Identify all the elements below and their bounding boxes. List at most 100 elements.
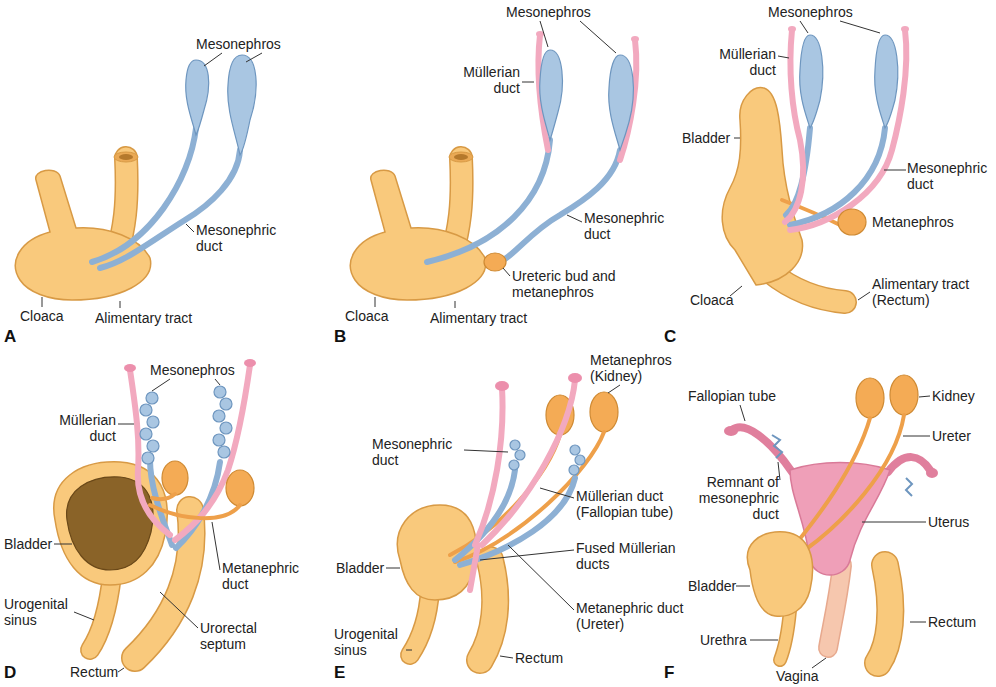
leader-line — [406, 650, 412, 651]
panel-f-illustration-part — [906, 478, 912, 496]
panel-letter: F — [664, 664, 674, 682]
anatomy-label: Alimentary tract (Rectum) — [872, 276, 987, 308]
leader-line — [455, 301, 456, 308]
panel-f-illustration-part — [732, 427, 792, 472]
panel-b-illustration-part-part — [449, 152, 473, 162]
leader-line — [508, 545, 574, 610]
anatomy-label: Metanephros — [872, 214, 954, 230]
leader-line — [375, 297, 376, 307]
panel-b-illustration-part — [609, 55, 634, 150]
panel-d-illustration-part — [244, 359, 256, 367]
anatomy-label: Vagina — [776, 668, 819, 684]
leader-line — [862, 522, 926, 523]
panel-f-illustration-part — [828, 565, 842, 648]
anatomy-label: Urogenital sinus — [334, 626, 408, 658]
leader-line — [540, 488, 574, 498]
panel-e-illustration-part — [470, 545, 478, 590]
panel-d-illustration-part-part — [140, 404, 152, 416]
panel-f-illustration-part — [780, 610, 790, 660]
panel-d-illustration-part — [140, 386, 232, 464]
panel-c-illustration-part — [790, 30, 906, 230]
panel-d-illustration-part-part — [147, 416, 159, 428]
anatomy-label: Uterus — [928, 514, 969, 530]
anatomy-label: Alimentary tract — [430, 310, 527, 326]
leader-line — [778, 56, 789, 58]
leader-line — [204, 53, 222, 66]
panel-e-illustration-part — [590, 392, 618, 432]
panel-d-illustration-part — [175, 365, 250, 540]
panel-b-illustration-part — [500, 150, 620, 262]
anatomy-label: Urorectal septum — [200, 620, 290, 652]
leader-line — [840, 21, 880, 33]
leader-line — [500, 656, 513, 658]
leader-line — [386, 568, 400, 569]
panel-d-illustration-part — [152, 494, 175, 499]
anatomy-label: Cloaca — [690, 292, 734, 308]
panel-b-illustration — [350, 31, 639, 300]
leader-line — [118, 424, 134, 425]
panel-c-illustration-part — [800, 35, 823, 128]
panel-a-illustration-part — [92, 128, 196, 262]
panel-d-illustration-part-part — [218, 446, 230, 458]
anatomy-label: Cloaca — [345, 308, 389, 324]
panel-f-illustration-part — [780, 610, 790, 660]
panel-d-illustration-part-part — [214, 386, 226, 398]
anatomy-label: Bladder — [4, 536, 52, 552]
panel-e-illustration-part-part — [575, 455, 585, 465]
panel-b-illustration-part-part — [350, 170, 485, 300]
panel-d-illustration-part — [226, 470, 254, 506]
anatomy-label: Urogenital sinus — [4, 596, 80, 628]
leader-line — [74, 612, 94, 620]
leader-line — [464, 450, 508, 452]
panel-f-illustration-part — [805, 415, 904, 550]
panel-c-illustration-part — [875, 35, 898, 128]
anatomy-label: Mesonephric duct — [907, 160, 992, 192]
anatomy-label: Mesonephric duct — [372, 436, 462, 468]
leader-line — [522, 82, 534, 83]
anatomy-label: Mesonephros — [768, 4, 853, 20]
panel-e-illustration-part-part — [509, 460, 519, 470]
leader-line — [42, 297, 43, 307]
panel-e-illustration-part-part — [515, 450, 525, 460]
anatomy-label: Müllerian duct — [700, 46, 776, 78]
leader-line — [503, 268, 510, 276]
leader-lines — [42, 21, 930, 672]
panel-letter: E — [334, 664, 345, 682]
anatomy-label: Metanephros (Kidney) — [590, 352, 680, 384]
panel-d-illustration-part — [90, 575, 112, 650]
panel-letter: A — [4, 328, 16, 346]
leader-line — [740, 405, 745, 421]
leader-line — [903, 436, 930, 437]
anatomy-label: Bladder — [682, 130, 730, 146]
leader-line — [910, 622, 926, 623]
leader-line — [246, 53, 262, 62]
anatomy-label: Rectum — [70, 664, 118, 680]
anatomy-label: Kidney — [932, 388, 975, 404]
anatomy-label: Alimentary tract — [95, 310, 192, 326]
anatomy-label: Rectum — [515, 650, 563, 666]
panel-a-illustration-part — [228, 55, 256, 155]
panel-b-illustration-part-part — [454, 154, 468, 160]
leader-line — [540, 21, 548, 47]
panel-b-illustration-part — [427, 140, 550, 262]
panel-f-illustration-part — [888, 457, 930, 472]
anatomy-label: Fused Müllerian ducts — [576, 540, 680, 572]
leader-line — [480, 550, 574, 560]
panel-e-illustration-part — [495, 381, 509, 391]
panel-b-illustration-part — [540, 50, 563, 140]
panel-f-illustration-part — [890, 375, 918, 415]
panel-d-illustration-part — [150, 505, 240, 518]
anatomy-label: Metanephric duct — [222, 560, 312, 592]
panel-f-illustration-part — [856, 378, 884, 418]
leader-line — [186, 224, 194, 232]
anatomy-label: Mesonephros — [196, 36, 281, 52]
panel-letter: D — [4, 664, 16, 682]
panel-a-illustration-part — [15, 170, 150, 300]
panel-letter: C — [664, 328, 676, 346]
leader-line — [580, 21, 616, 53]
anatomy-label: Urethra — [700, 632, 747, 648]
anatomy-label: Mesonephros — [506, 4, 591, 20]
panel-d-illustration-part-part — [213, 434, 225, 446]
leader-line — [800, 21, 808, 33]
panel-c-illustration-part — [838, 209, 866, 235]
